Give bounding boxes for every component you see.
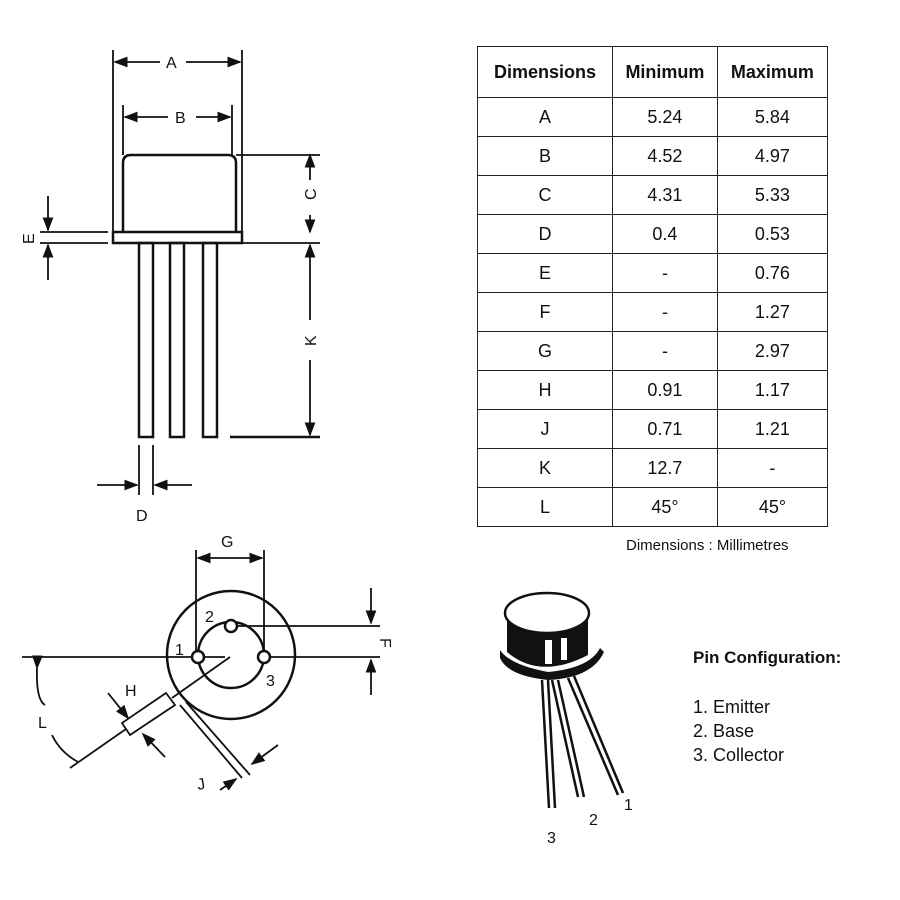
label-d: D — [136, 508, 148, 525]
cell-minimum: 0.91 — [612, 370, 718, 410]
cell-dimension: J — [476, 409, 614, 449]
cell-minimum: - — [612, 253, 718, 293]
lead-label-2: 2 — [589, 812, 598, 829]
cell-maximum: 1.27 — [716, 292, 829, 332]
cell-maximum: 0.76 — [716, 253, 829, 293]
cell-maximum: 4.97 — [716, 136, 829, 176]
transistor-cap — [121, 153, 238, 232]
pin-config-title: Pin Configuration: — [693, 648, 842, 667]
cell-maximum: 5.33 — [716, 175, 829, 215]
cell-maximum: 1.21 — [716, 409, 829, 449]
lead — [168, 241, 186, 439]
units-note: Dimensions : Millimetres — [626, 537, 789, 554]
label-b: B — [175, 110, 186, 127]
cell-minimum: - — [612, 292, 718, 332]
cell-minimum: 12.7 — [612, 448, 718, 488]
table-row: E-0.76 — [476, 253, 829, 293]
cell-dimension: F — [476, 292, 614, 332]
table-row: F-1.27 — [476, 292, 829, 332]
cell-dimension: B — [476, 136, 614, 176]
label-g: G — [221, 534, 233, 551]
cell-dimension: A — [476, 97, 614, 137]
label-k: K — [303, 335, 320, 346]
cell-dimension: E — [476, 253, 614, 293]
cell-minimum: 5.24 — [612, 97, 718, 137]
perspective-transistor-drawing: 1 2 3 — [500, 591, 633, 847]
header-minimum: Minimum — [612, 46, 718, 98]
label-l: L — [38, 715, 47, 732]
pin-1-hole — [190, 649, 206, 665]
label-h: H — [125, 683, 137, 700]
table-header-row: Dimensions Minimum Maximum — [476, 46, 829, 98]
cell-dimension: G — [476, 331, 614, 371]
cell-maximum: 2.97 — [716, 331, 829, 371]
cell-maximum: 45° — [716, 487, 829, 527]
lead — [137, 241, 155, 439]
label-c: C — [303, 188, 320, 200]
cell-dimension: D — [476, 214, 614, 254]
lead-label-3: 3 — [547, 830, 556, 847]
pin-config-item: 2. Base — [693, 721, 755, 741]
pin-config-item: 1. Emitter — [693, 697, 771, 717]
cell-dimension: C — [476, 175, 614, 215]
bottom-view-drawing: 1 2 3 G F H L J — [22, 534, 393, 794]
header-maximum: Maximum — [716, 46, 829, 98]
lead-label-1: 1 — [624, 797, 633, 814]
label-f: F — [376, 638, 393, 648]
cell-maximum: 0.53 — [716, 214, 829, 254]
cell-minimum: 0.4 — [612, 214, 718, 254]
cell-minimum: 0.71 — [612, 409, 718, 449]
cell-dimension: K — [476, 448, 614, 488]
pin-2-label: 2 — [205, 609, 214, 626]
cell-maximum: 1.17 — [716, 370, 829, 410]
cell-dimension: L — [476, 487, 614, 527]
pin-2-hole — [223, 618, 239, 634]
header-dimensions: Dimensions — [476, 46, 614, 98]
side-view-drawing: A B C K E D — [21, 50, 320, 525]
cell-minimum: 45° — [612, 487, 718, 527]
cell-minimum: 4.31 — [612, 175, 718, 215]
cell-dimension: H — [476, 370, 614, 410]
lead — [201, 241, 219, 439]
pin-config-item: 3. Collector — [693, 745, 785, 765]
pin-3-label: 3 — [266, 673, 275, 690]
pin-3-hole — [256, 649, 272, 665]
flange — [111, 230, 244, 245]
label-a: A — [166, 55, 177, 72]
table-row: G-2.97 — [476, 331, 829, 371]
label-j: J — [196, 776, 207, 794]
label-e: E — [21, 233, 38, 244]
cell-minimum: - — [612, 331, 718, 371]
cell-maximum: - — [716, 448, 829, 488]
cell-maximum: 5.84 — [716, 97, 829, 137]
cell-minimum: 4.52 — [612, 136, 718, 176]
pin-1-label: 1 — [175, 642, 184, 659]
